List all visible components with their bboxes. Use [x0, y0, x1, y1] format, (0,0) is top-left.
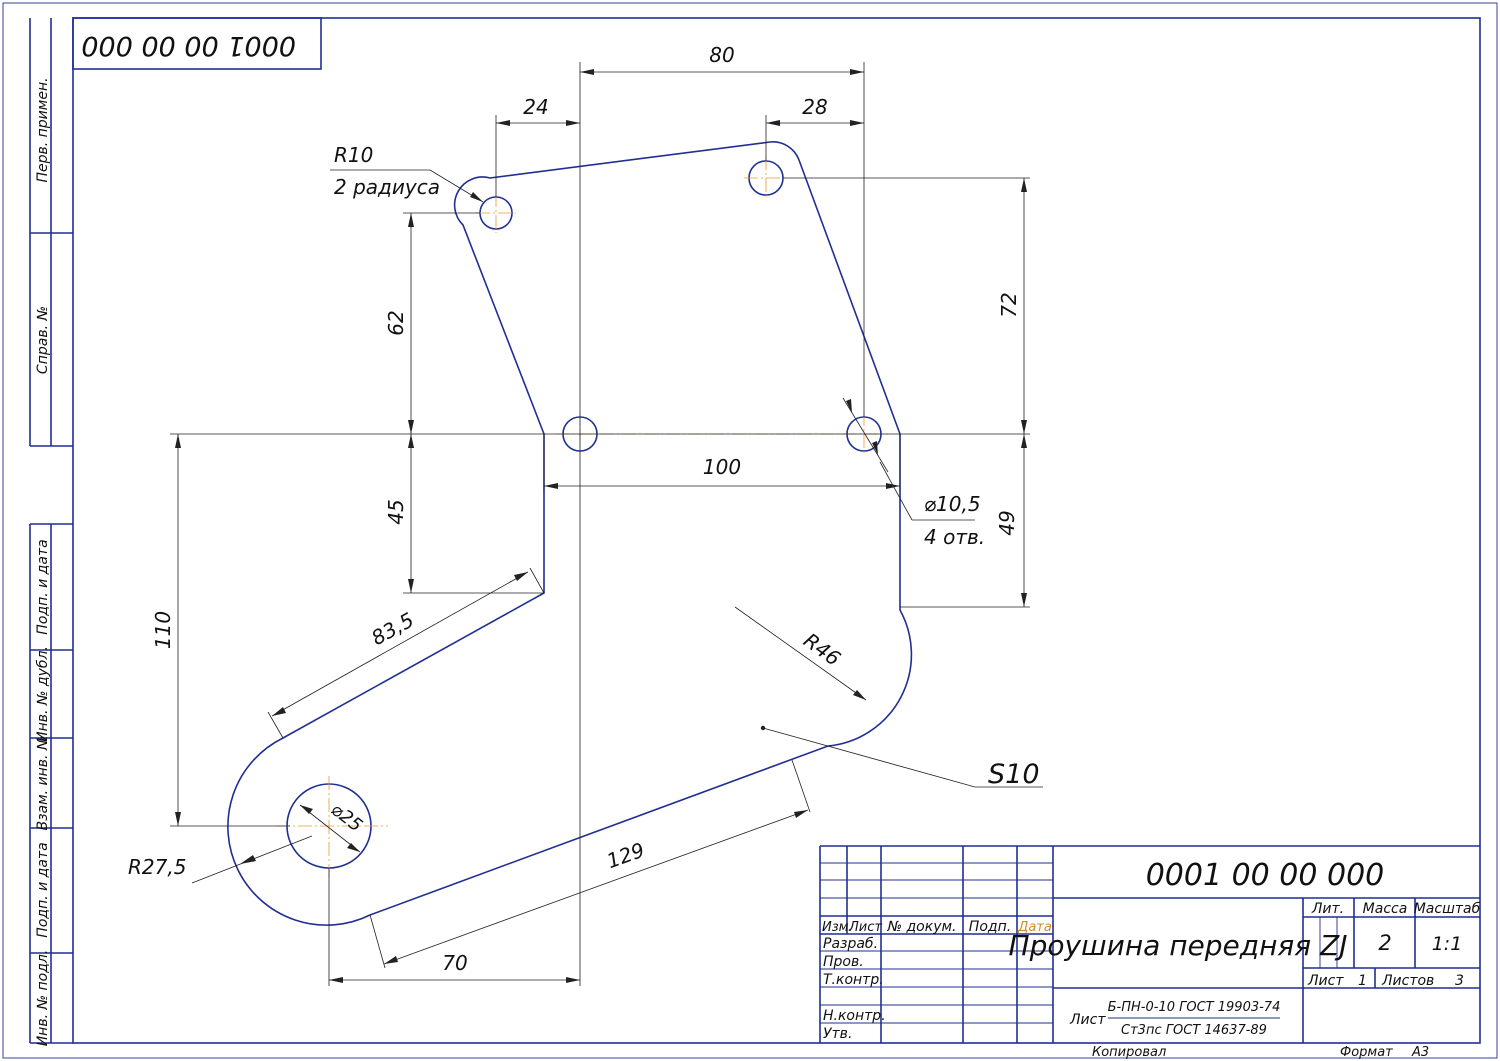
tb-col-doc: № докум.: [886, 919, 956, 935]
tb-masshtab-value: 1:1: [1432, 933, 1463, 955]
dim-72: 72: [997, 292, 1021, 317]
part-outline: [227, 141, 913, 926]
tb-tkontr: Т.контр.: [823, 972, 884, 988]
arrowheads: [175, 69, 1027, 983]
center-lines: [276, 156, 888, 878]
dim-r10: R10: [334, 143, 373, 167]
stamp-podp-data-2: Подп. и дата: [35, 842, 51, 937]
tb-col-list: Лист: [848, 920, 882, 935]
stamp-inv-dubl: Инв. № дубл.: [35, 646, 51, 742]
stamp-vzam-inv: Взам. инв. №: [35, 735, 51, 830]
dim-80: 80: [709, 43, 734, 67]
dim-129: 129: [604, 838, 648, 874]
dim-45: 45: [384, 499, 408, 524]
dim-110: 110: [151, 611, 175, 649]
tb-prov: Пров.: [823, 954, 864, 970]
tb-col-podp: Подп.: [969, 919, 1011, 935]
inner-frame: [72, 17, 1481, 1044]
dim-hole: ⌀10,5: [924, 492, 981, 516]
dim-r27-5: R27,5: [128, 855, 186, 879]
footer-kopiroval: Копировал: [1092, 1045, 1166, 1060]
dim-28: 28: [802, 95, 827, 119]
tb-list-value: 1: [1358, 973, 1367, 989]
tb-lit: Лит.: [1311, 901, 1344, 917]
dim-100: 100: [703, 455, 741, 479]
tb-massa: Масса: [1363, 901, 1408, 917]
s10-leader-dot: [760, 725, 766, 731]
stamp-podp-data-1: Подп. и дата: [35, 539, 51, 634]
stamp-perv-primen: Перв. примен.: [35, 77, 51, 182]
top-doc-box: [72, 17, 322, 70]
tb-razrab: Разраб.: [823, 936, 878, 952]
tb-utv: Утв.: [823, 1026, 852, 1042]
tb-nkontr: Н.контр.: [823, 1008, 886, 1024]
tb-masshtab: Масштаб: [1414, 901, 1481, 917]
tb-listov-value: 3: [1455, 973, 1464, 989]
dim-24: 24: [523, 95, 548, 119]
dim-83-5: 83,5: [367, 608, 418, 651]
dim-70: 70: [442, 951, 467, 975]
dim-r46: R46: [799, 628, 845, 671]
stamp-inv-podl: Инв. № подл.: [35, 950, 51, 1047]
tb-list-label: Лист: [1307, 973, 1344, 989]
tb-material-sheet: Б-ПН-0-10 ГОСТ 19903-74: [1108, 1000, 1281, 1015]
dim-r10-note: 2 радиуса: [334, 175, 440, 199]
dim-s10: S10: [988, 759, 1040, 790]
dim-hole-note: 4 отв.: [924, 525, 985, 549]
tb-col-data: Дата: [1017, 920, 1052, 935]
side-stamp-column: [29, 18, 73, 1044]
footer-format-label: Формат: [1340, 1045, 1393, 1060]
title-part-name: Проушина передняя ZJ: [1009, 929, 1348, 962]
tb-listov-label: Листов: [1381, 973, 1434, 989]
tb-material-steel: Ст3пс ГОСТ 14637-89: [1121, 1023, 1267, 1038]
dim-49: 49: [995, 510, 1019, 535]
footer-format-value: А3: [1411, 1045, 1429, 1060]
top-doc-number: 0001 00 00 000: [81, 30, 296, 61]
stamp-sprav-no: Справ. №: [35, 306, 51, 374]
extension-lines: [170, 62, 1030, 986]
tb-massa-value: 2: [1378, 931, 1391, 955]
dim-62: 62: [384, 310, 408, 335]
tb-col-izm: Изм.: [822, 920, 853, 935]
dimension-lines: [177, 71, 1043, 981]
title-doc-number: 0001 00 00 000: [1146, 858, 1385, 893]
title-block-grid: [819, 845, 1480, 1043]
tb-material-label: Лист: [1069, 1012, 1106, 1028]
